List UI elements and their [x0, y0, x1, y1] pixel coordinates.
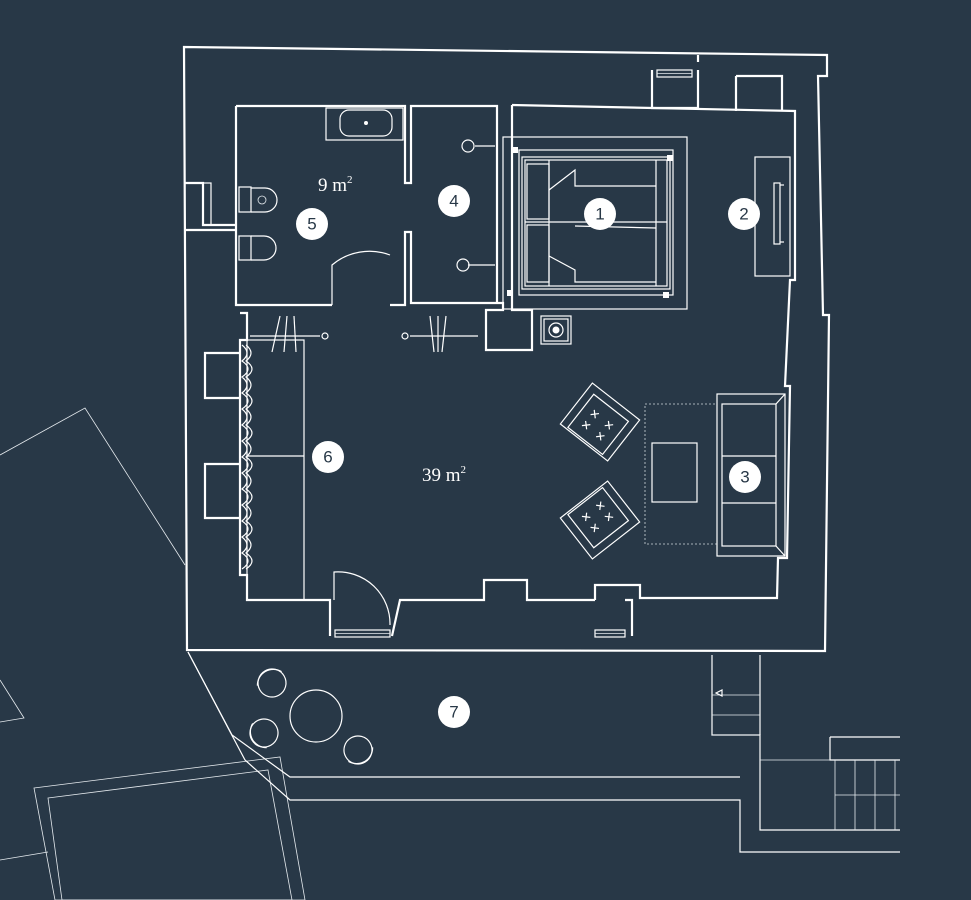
marker-closet[interactable]: 4 — [438, 185, 470, 217]
marker-sofa[interactable]: 3 — [729, 461, 761, 493]
svg-text:2: 2 — [739, 205, 748, 224]
svg-text:3: 3 — [740, 468, 749, 487]
svg-text:4: 4 — [449, 192, 458, 211]
terrace-furniture — [249, 668, 374, 765]
svg-text:6: 6 — [323, 448, 332, 467]
openings — [202, 69, 693, 638]
marker-wardrobe[interactable]: 6 — [312, 441, 344, 473]
walls — [182, 45, 831, 653]
tv-unit — [754, 156, 791, 277]
surroundings — [0, 407, 900, 900]
bathroom-fixtures — [238, 107, 495, 272]
wardrobe — [240, 315, 478, 601]
marker-bathroom[interactable]: 5 — [296, 208, 328, 240]
main-area-label: 39 m2 — [422, 464, 466, 486]
marker-bed[interactable]: 1 — [584, 198, 616, 230]
svg-text:7: 7 — [449, 703, 458, 722]
marker-terrace[interactable]: 7 — [438, 696, 470, 728]
svg-text:1: 1 — [595, 205, 604, 224]
living-furniture — [559, 382, 786, 560]
bed — [502, 136, 688, 345]
bathroom-area-label: 9 m2 — [318, 174, 353, 196]
svg-text:5: 5 — [307, 215, 316, 234]
marker-tv[interactable]: 2 — [728, 198, 760, 230]
